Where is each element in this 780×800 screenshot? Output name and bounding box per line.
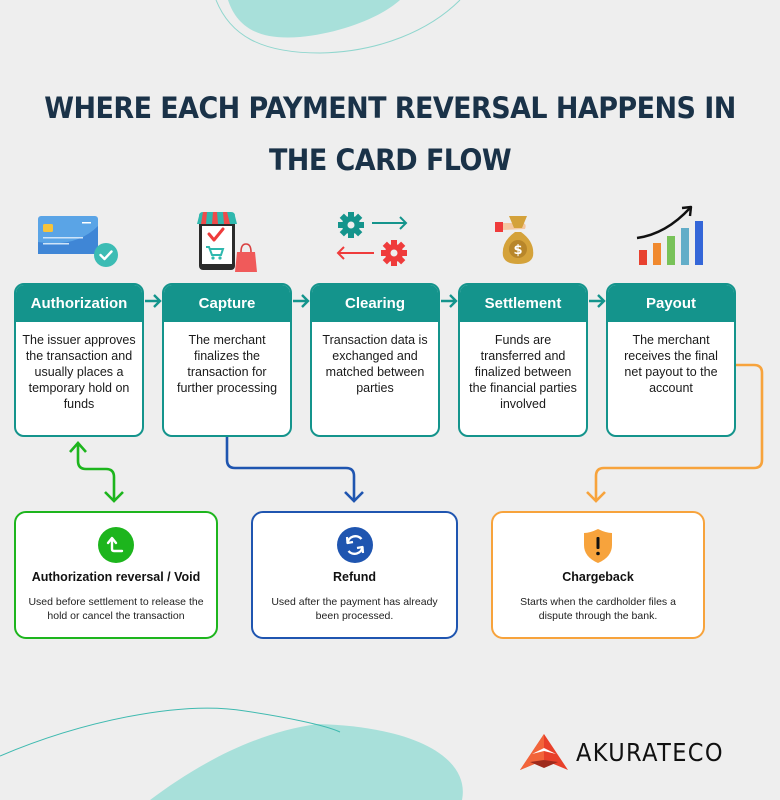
reversal-void: Authorization reversal / Void Used befor… bbox=[14, 511, 218, 639]
stage-title: Settlement bbox=[460, 285, 586, 322]
stage-payout: Payout The merchant receives the final n… bbox=[606, 283, 736, 437]
reversal-description: Starts when the cardholder files a dispu… bbox=[520, 596, 676, 622]
return-arrow-icon bbox=[98, 527, 134, 563]
credit-card-check-icon bbox=[38, 216, 118, 267]
growth-chart-icon bbox=[636, 205, 703, 265]
shield-alert-icon bbox=[584, 529, 612, 563]
svg-text:$: $ bbox=[513, 243, 522, 258]
stage-capture: Capture The merchant finalizes the trans… bbox=[162, 283, 292, 437]
arrow-right-icon bbox=[145, 294, 162, 308]
arrow-right-icon bbox=[441, 294, 458, 308]
stage-description: Funds are transferred and finalized betw… bbox=[469, 333, 577, 411]
stage-title: Payout bbox=[608, 285, 734, 322]
reversal-title: Refund bbox=[332, 570, 377, 584]
stage-authorization: Authorization The issuer approves the tr… bbox=[14, 283, 144, 437]
gears-exchange-icon bbox=[336, 212, 408, 266]
reversal-title: Authorization reversal / Void bbox=[31, 570, 201, 584]
arrow-right-icon bbox=[589, 294, 606, 308]
arrow-right-icon bbox=[293, 294, 310, 308]
mobile-shop-cart-icon bbox=[197, 212, 257, 272]
stage-description: The merchant receives the final net payo… bbox=[624, 333, 718, 395]
reversal-description: Used after the payment has already been … bbox=[271, 596, 438, 622]
brand-logo: AKURATECO bbox=[518, 732, 740, 772]
reversal-title: Chargeback bbox=[562, 570, 634, 584]
stage-title: Capture bbox=[164, 285, 290, 322]
reversal-chargeback: Chargeback Starts when the cardholder fi… bbox=[491, 511, 705, 639]
stage-settlement: Settlement Funds are transferred and fin… bbox=[458, 283, 588, 437]
page-title: WHERE EACH PAYMENT REVERSAL HAPPENS IN T… bbox=[44, 91, 736, 177]
akurateco-logo-icon bbox=[520, 734, 568, 770]
stage-title: Clearing bbox=[312, 285, 438, 322]
brand-name: AKURATECO bbox=[576, 737, 724, 767]
stage-description: The issuer approves the transaction and … bbox=[22, 333, 136, 411]
stage-description: The merchant finalizes the transaction f… bbox=[176, 333, 278, 395]
stage-title: Authorization bbox=[16, 285, 142, 322]
stage-clearing: Clearing Transaction data is exchanged a… bbox=[310, 283, 440, 437]
reversal-description: Used before settlement to release the ho… bbox=[28, 596, 204, 622]
stage-description: Transaction data is exchanged and matche… bbox=[322, 333, 428, 395]
money-bag-icon: $ bbox=[495, 216, 534, 264]
reversal-refund: Refund Used after the payment has alread… bbox=[251, 511, 458, 639]
refresh-cycle-icon bbox=[336, 527, 373, 563]
